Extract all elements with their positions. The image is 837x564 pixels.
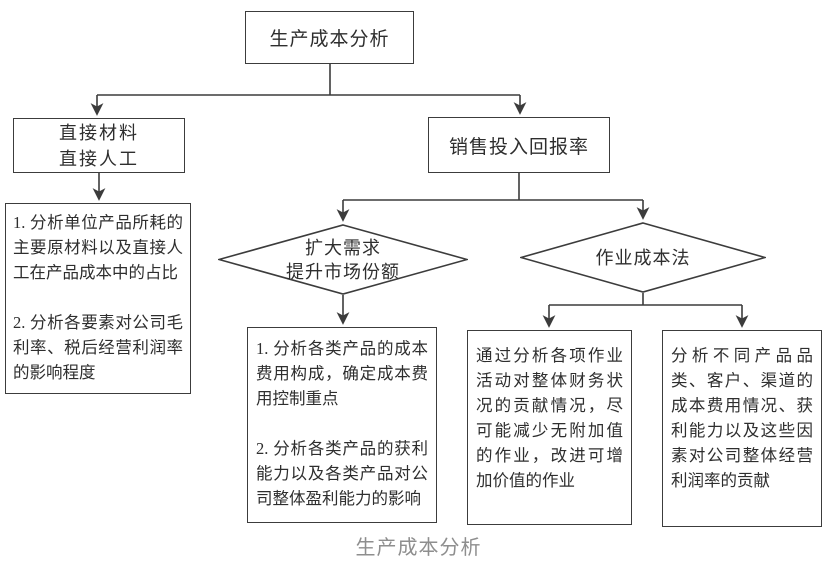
- decision-expand-demand-label: 扩大需求 提升市场份额: [286, 237, 400, 282]
- decision-expand-demand: 扩大需求 提升市场份额: [218, 224, 468, 295]
- node-production-cost-root: 生产成本分析: [245, 11, 414, 64]
- edge-roi-branch: [336, 173, 650, 222]
- node-production-cost-root-label: 生产成本分析: [269, 29, 390, 50]
- note-direct-cost-analysis: 1. 分析单位产品所耗的主要原材料以及直接人工在产品成本中的占比 2. 分析各要…: [5, 203, 191, 394]
- decision-abc-costing-label: 作业成本法: [595, 247, 691, 268]
- edge-abc-branch: [542, 293, 749, 328]
- node-direct-materials-labor: 直接材料 直接人工: [13, 118, 185, 173]
- diamond-shape: [520, 222, 766, 293]
- note-activity-analysis: 通过分析各项作业活动对整体财务状况的贡献情况，尽可能减少无附加值的作业，改进可增…: [467, 330, 632, 525]
- figure-caption: 生产成本分析: [355, 537, 482, 559]
- edge-root-branch: [90, 64, 527, 116]
- node-sales-roi: 销售投入回报率: [428, 117, 610, 173]
- decision-abc-costing: 作业成本法: [520, 222, 766, 293]
- node-direct-materials-labor-label: 直接材料 直接人工: [59, 122, 139, 169]
- diamond-shape: [218, 224, 468, 295]
- note-product-cost-analysis: 1. 分析各类产品的成本费用构成，确定成本费用控制重点 2. 分析各类产品的获利…: [247, 327, 437, 523]
- note-category-analysis: 分析不同产品品类、客户、渠道的成本费用情况、获利能力以及这些因素对公司整体经营利…: [662, 330, 822, 527]
- node-sales-roi-label: 销售投入回报率: [448, 136, 589, 158]
